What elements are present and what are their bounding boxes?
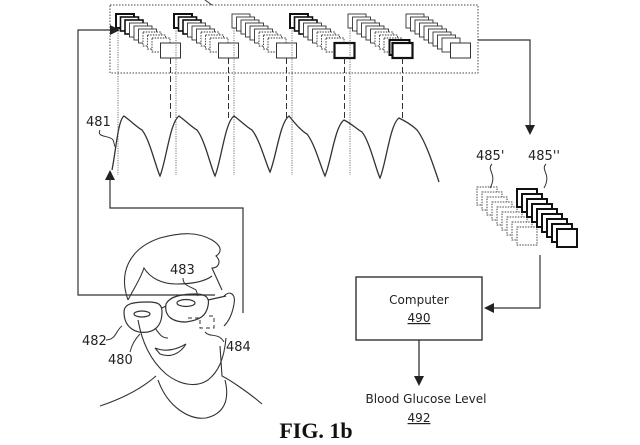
leader-camera	[204, 331, 225, 343]
selected-frame	[276, 42, 297, 59]
leader-sensor	[182, 277, 199, 297]
glasses-temple	[207, 295, 227, 301]
frames-container	[109, 4, 479, 74]
glasses-bridge	[161, 305, 167, 309]
label-camera: 484	[226, 340, 251, 355]
leader-frames-b	[543, 163, 548, 189]
mouth	[154, 343, 187, 357]
selected-frame	[160, 42, 181, 59]
camera-to-signal-line	[105, 170, 244, 313]
person-illustration	[99, 233, 263, 419]
label-frames-a: 485'	[476, 149, 504, 164]
nose	[154, 327, 169, 339]
frame-stack	[231, 13, 297, 59]
selected-frame	[450, 42, 471, 59]
hair	[124, 233, 223, 301]
selected-frames	[476, 186, 578, 248]
left-eye	[133, 310, 151, 318]
selection-to-computer-arrow	[484, 255, 541, 313]
neck	[219, 345, 263, 405]
right-eye	[176, 298, 196, 308]
label-glasses: 480	[108, 353, 133, 368]
frame-485b	[556, 228, 578, 248]
label-frame: 482	[82, 334, 107, 349]
container-leader-line	[204, 0, 213, 6]
output-title: Blood Glucose Level	[366, 392, 487, 406]
leader-frames-a	[489, 163, 494, 189]
glasses-right-lens	[165, 293, 210, 323]
computer-box	[355, 276, 483, 341]
leader-glasses	[129, 333, 141, 353]
computer-title: Computer	[389, 293, 449, 307]
label-sensor: 483	[170, 263, 195, 278]
collar	[157, 379, 228, 419]
label-signal: 481	[86, 115, 111, 130]
figure-title: FIG. 1b	[279, 418, 352, 443]
frames-to-selection-arrow	[478, 39, 535, 135]
ppg-waveform	[111, 115, 440, 183]
output-ref: 492	[408, 411, 431, 425]
frame-stack	[289, 13, 356, 60]
hair-line	[127, 266, 213, 301]
frame-stack	[405, 13, 471, 59]
leader-frame	[105, 325, 123, 341]
frame-stacks	[115, 13, 471, 60]
sensor-to-frames-line	[77, 25, 215, 296]
ear	[223, 292, 235, 327]
frame-485a	[516, 226, 538, 246]
computer-ref: 490	[408, 311, 431, 325]
label-frames-b: 485''	[528, 149, 560, 164]
face-outline	[137, 319, 227, 386]
frame-waveform-connectors	[117, 28, 403, 175]
glasses-left-lens	[123, 301, 163, 333]
selected-frame	[333, 41, 356, 60]
frame-stack	[173, 13, 239, 59]
frame-stack	[115, 13, 181, 59]
selected-frame	[391, 41, 414, 60]
smart-glasses	[123, 293, 227, 333]
shoulder-left	[99, 375, 157, 407]
leader-signal	[98, 129, 117, 149]
camera-module	[188, 315, 215, 329]
frame-stack	[347, 13, 414, 60]
selected-frame	[218, 42, 239, 59]
